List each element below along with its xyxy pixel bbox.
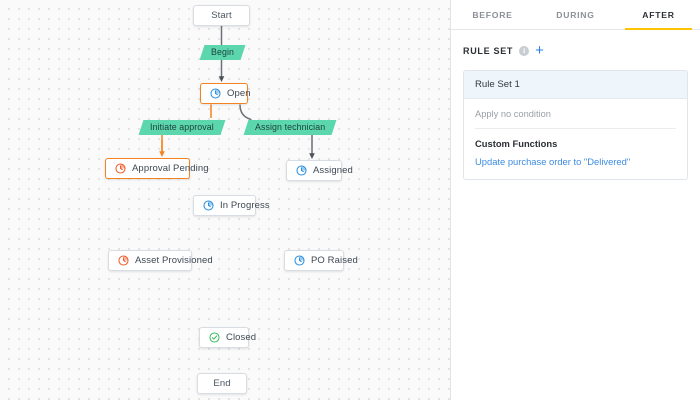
workflow-node-label: End <box>213 377 231 389</box>
add-ruleset-icon[interactable]: + <box>535 42 544 59</box>
connector-label-begin[interactable]: Begin <box>199 45 246 60</box>
clock-orange-icon <box>118 255 129 266</box>
condition-text: Apply no condition <box>475 109 676 129</box>
custom-function-link[interactable]: Update purchase order to "Delivered" <box>475 156 631 167</box>
workflow-node-end[interactable]: End <box>197 373 247 394</box>
connector-label-text: Initiate approval <box>150 122 214 133</box>
workflow-node-po-raised[interactable]: PO Raised <box>284 250 358 271</box>
tab-during-label: DURING <box>556 9 595 20</box>
workflow-node-label: PO Raised <box>311 254 358 266</box>
clock-blue-icon <box>296 165 307 176</box>
workflow-node-closed[interactable]: Closed <box>199 327 256 348</box>
panel-body: RULE SET i + Rule Set 1 Apply no conditi… <box>451 30 700 400</box>
clock-orange-icon <box>115 163 126 174</box>
info-icon[interactable]: i <box>519 46 530 56</box>
rule-set-card-title: Rule Set 1 <box>464 71 687 99</box>
workflow-node-assigned[interactable]: Assigned <box>286 160 353 181</box>
connector-label-text: Assign technician <box>255 122 326 133</box>
tab-after-label: AFTER <box>642 9 675 20</box>
workflow-node-label: Assigned <box>313 164 353 176</box>
workflow-node-label: Start <box>211 9 232 21</box>
rule-set-card-body: Apply no condition Custom Functions Upda… <box>464 99 687 179</box>
connector-label-assign-technician[interactable]: Assign technician <box>243 120 337 135</box>
workflow-node-approval-pending[interactable]: Approval Pending <box>105 158 209 179</box>
connector-label-initiate-approval[interactable]: Initiate approval <box>138 120 226 135</box>
connector-label-text: Begin <box>211 47 235 58</box>
workflow-node-label: Asset Provisioned <box>135 254 213 266</box>
custom-functions-title: Custom Functions <box>475 138 558 149</box>
workflow-node-in-progress[interactable]: In Progress <box>193 195 270 216</box>
workflow-node-label: In Progress <box>220 199 270 211</box>
workflow-node-label: Approval Pending <box>132 162 209 174</box>
tab-during[interactable]: DURING <box>534 0 617 29</box>
workflow-node-start[interactable]: Start <box>193 5 250 26</box>
workflow-node-open[interactable]: Open <box>200 83 251 104</box>
rule-set-card[interactable]: Rule Set 1 Apply no condition Custom Fun… <box>463 70 688 180</box>
ruleset-title: RULE SET <box>463 46 514 56</box>
clock-blue-icon <box>203 200 214 211</box>
tab-after[interactable]: AFTER <box>617 0 700 30</box>
clock-blue-icon <box>210 88 221 99</box>
panel-tabs: BEFORE DURING AFTER <box>451 0 700 30</box>
tab-before-label: BEFORE <box>472 9 513 20</box>
workflow-node-asset-provisioned[interactable]: Asset Provisioned <box>108 250 213 271</box>
workflow-node-label: Open <box>227 87 251 99</box>
ruleset-header: RULE SET i + <box>463 43 688 59</box>
clock-blue-icon <box>294 255 305 266</box>
tab-before[interactable]: BEFORE <box>451 0 534 29</box>
rule-panel: BEFORE DURING AFTER RULE SET i + Rule Se… <box>451 0 700 400</box>
workflow-node-label: Closed <box>226 331 257 343</box>
check-circle-green-icon <box>209 332 220 343</box>
